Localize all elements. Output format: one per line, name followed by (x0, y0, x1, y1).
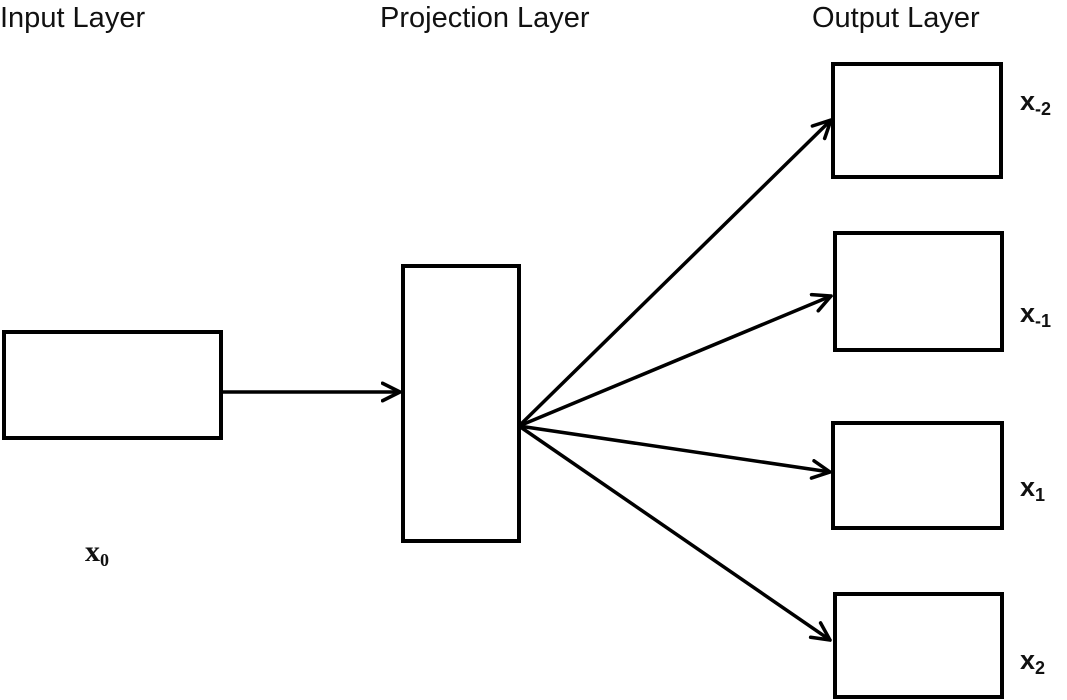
arrow-projection-to-output (518, 424, 830, 472)
output-box (833, 592, 1004, 699)
output-box (831, 62, 1003, 179)
arrow-projection-to-output (517, 120, 831, 428)
input-word-label: x0 (85, 535, 109, 570)
output-layer-title: Output Layer (812, 2, 980, 34)
output-box (833, 231, 1004, 352)
output-word-label: x2 (1020, 645, 1046, 678)
input-layer-title: Input Layer (0, 2, 146, 34)
projection-box (401, 264, 521, 543)
input-box (2, 330, 223, 440)
output-word-label: x1 (1020, 472, 1046, 505)
output-box (831, 421, 1004, 530)
arrow-projection-to-output (518, 296, 831, 428)
output-word-label: x-1 (1020, 298, 1052, 331)
arrow-projection-to-output (518, 424, 830, 640)
output-word-label: x-2 (1020, 86, 1052, 119)
projection-layer-title: Projection Layer (380, 2, 590, 34)
